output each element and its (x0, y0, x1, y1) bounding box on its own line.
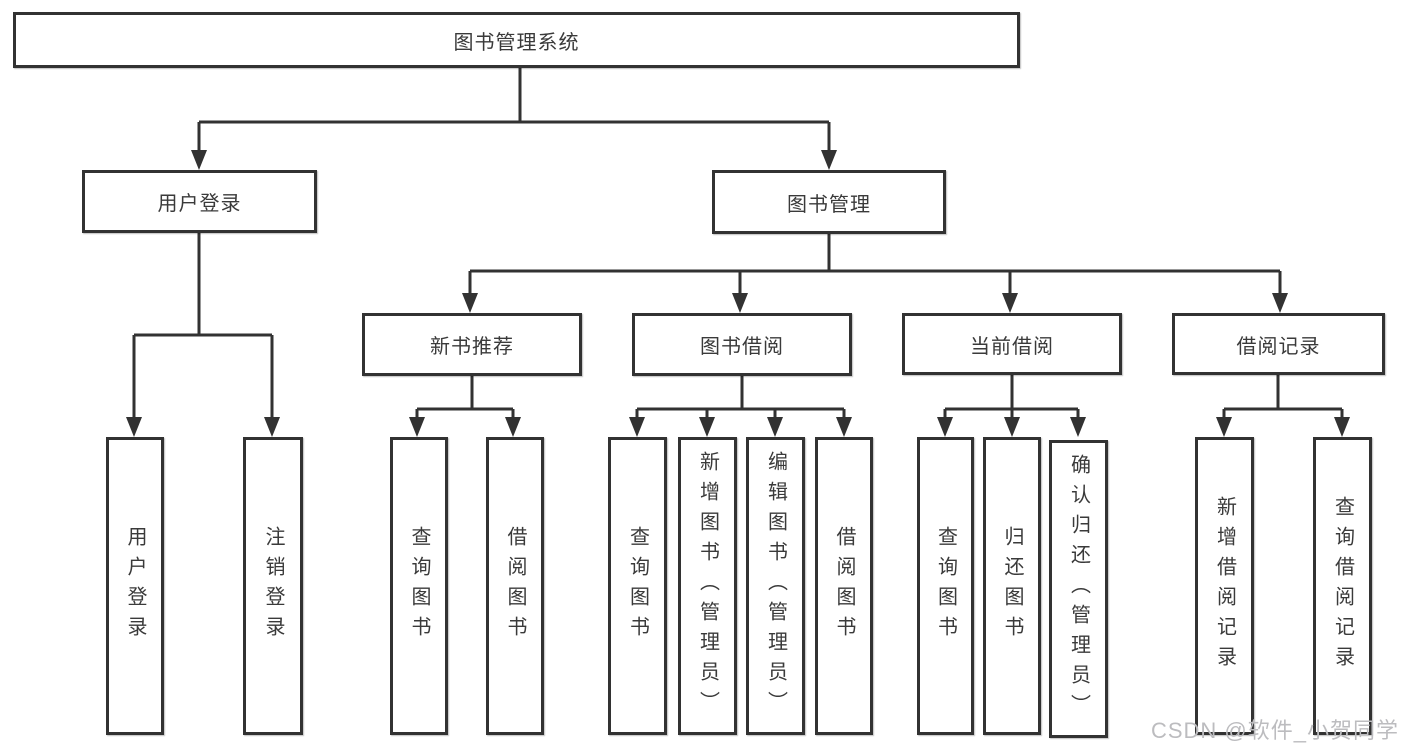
csdn-watermark: CSDN @软件_小贺同学 (1150, 718, 1399, 743)
node-leaf-edit-books-admin-label: 编辑图书（管理员） (764, 451, 787, 721)
node-borrow-records-label: 借阅记录 (1236, 335, 1321, 358)
node-borrow-records: 借阅记录 (1172, 313, 1385, 375)
node-leaf-borrow-books-2-label: 借阅图书 (833, 526, 855, 646)
node-book-management-label: 图书管理 (787, 193, 871, 216)
node-current-borrowing-label: 当前借阅 (970, 335, 1054, 358)
node-book-borrowing: 图书借阅 (632, 313, 852, 376)
node-root: 图书管理系统 (13, 12, 1020, 68)
node-leaf-borrow-books-2: 借阅图书 (815, 437, 873, 735)
node-new-book-recommendation-label: 新书推荐 (430, 336, 514, 358)
node-leaf-confirm-return-admin-label: 确认归还（管理员） (1067, 454, 1090, 724)
node-current-borrowing: 当前借阅 (902, 313, 1122, 375)
node-leaf-query-books-1: 查询图书 (390, 437, 448, 735)
node-leaf-return-books-label: 归还图书 (1001, 526, 1023, 646)
node-leaf-add-books-admin: 新增图书（管理员） (678, 437, 737, 735)
node-leaf-borrow-books-1: 借阅图书 (486, 437, 544, 735)
node-leaf-query-borrow-record-label: 查询借阅记录 (1331, 496, 1354, 676)
node-leaf-add-borrow-record: 新增借阅记录 (1195, 437, 1254, 735)
node-root-label: 图书管理系统 (453, 31, 580, 54)
node-book-management: 图书管理 (712, 170, 946, 234)
node-leaf-query-books-3-label: 查询图书 (934, 526, 957, 646)
node-leaf-confirm-return-admin: 确认归还（管理员） (1049, 440, 1108, 738)
node-user-login: 用户登录 (82, 170, 317, 233)
node-leaf-query-books-1-label: 查询图书 (408, 526, 430, 646)
node-leaf-return-books: 归还图书 (983, 437, 1041, 735)
node-leaf-logout: 注销登录 (243, 437, 303, 735)
node-leaf-query-books-2-label: 查询图书 (626, 526, 649, 646)
node-leaf-query-borrow-record: 查询借阅记录 (1313, 437, 1372, 735)
node-new-book-recommendation: 新书推荐 (362, 313, 582, 376)
node-leaf-logout-label: 注销登录 (262, 526, 284, 646)
node-leaf-query-books-3: 查询图书 (917, 437, 974, 735)
node-leaf-edit-books-admin: 编辑图书（管理员） (746, 437, 805, 735)
node-leaf-borrow-books-1-label: 借阅图书 (504, 526, 526, 646)
node-leaf-add-books-admin-label: 新增图书（管理员） (696, 451, 719, 721)
arrowheads (126, 150, 1350, 437)
node-leaf-user-login: 用户登录 (106, 437, 164, 735)
node-leaf-add-borrow-record-label: 新增借阅记录 (1213, 496, 1236, 676)
node-leaf-query-books-2: 查询图书 (608, 437, 667, 735)
node-book-borrowing-label: 图书借阅 (700, 336, 784, 358)
node-leaf-user-login-label: 用户登录 (124, 526, 146, 646)
node-user-login-label: 用户登录 (157, 193, 242, 215)
